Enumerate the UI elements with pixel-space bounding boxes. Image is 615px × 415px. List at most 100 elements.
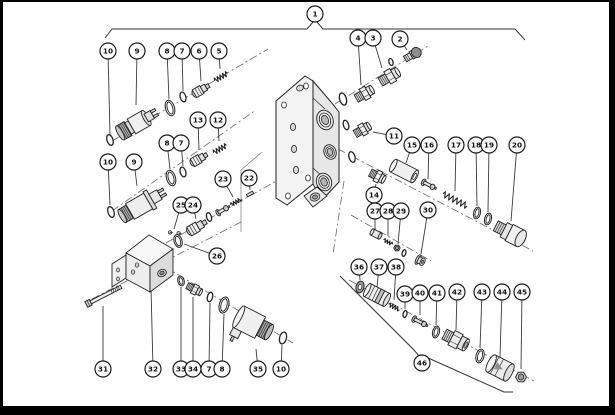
spring-38 bbox=[388, 302, 400, 312]
callout-number: 38 bbox=[391, 263, 401, 272]
callout-number: 34 bbox=[188, 365, 198, 374]
o-ring-18 bbox=[472, 206, 482, 220]
callout-number: 7 bbox=[179, 47, 184, 56]
callout-9: 9 bbox=[125, 153, 143, 171]
o-ring-10a bbox=[106, 134, 114, 146]
coupling-44 bbox=[485, 354, 515, 382]
callout-3: 3 bbox=[364, 29, 382, 47]
callout-number: 12 bbox=[213, 116, 223, 125]
callout-number: 28 bbox=[383, 207, 393, 216]
nut-29 bbox=[393, 244, 401, 252]
leader-line bbox=[475, 144, 478, 207]
assembly-bracket bbox=[316, 21, 526, 41]
callout-number: 45 bbox=[517, 288, 527, 297]
callout-number: 25 bbox=[176, 201, 186, 210]
cartridge-13 bbox=[189, 152, 209, 168]
spring-12 bbox=[212, 143, 227, 155]
spring-28 bbox=[383, 238, 394, 246]
callout-7: 7 bbox=[172, 134, 190, 152]
callout-20: 20 bbox=[508, 136, 526, 154]
callout-number: 10 bbox=[103, 47, 113, 56]
callout-14: 14 bbox=[365, 186, 383, 204]
callout-number: 17 bbox=[451, 141, 461, 150]
o-ring-8c bbox=[218, 296, 230, 314]
callout-number: 20 bbox=[512, 141, 522, 150]
callout-number: 27 bbox=[370, 207, 380, 216]
callout-number: 31 bbox=[98, 365, 108, 374]
fitting-14 bbox=[367, 168, 387, 184]
leader-line bbox=[510, 144, 518, 222]
o-ring-39 bbox=[402, 309, 408, 319]
screw-16 bbox=[420, 178, 438, 191]
o-ring-10b bbox=[107, 206, 115, 218]
callout-number: 40 bbox=[415, 289, 425, 298]
callout-number: 29 bbox=[396, 207, 406, 216]
callout-31: 31 bbox=[94, 360, 112, 378]
plug-30 bbox=[414, 254, 426, 266]
callout-32: 32 bbox=[144, 360, 162, 378]
callout-10: 10 bbox=[272, 360, 290, 378]
o-ring-26 bbox=[173, 234, 183, 248]
callout-number: 36 bbox=[354, 263, 364, 272]
callout-44: 44 bbox=[493, 283, 511, 301]
assembly-bracket bbox=[425, 356, 513, 393]
leader-line bbox=[499, 291, 503, 358]
fitting-42 bbox=[441, 328, 470, 352]
valve-body bbox=[275, 75, 340, 208]
callout-number: 8 bbox=[164, 47, 169, 56]
leader-line bbox=[135, 50, 138, 106]
callout-number: 42 bbox=[452, 288, 462, 297]
callout-24: 24 bbox=[184, 196, 202, 214]
center-line bbox=[111, 48, 269, 142]
callout-number: 43 bbox=[477, 288, 487, 297]
o-ring bbox=[348, 151, 356, 163]
piston-27 bbox=[369, 228, 383, 240]
callout-17: 17 bbox=[447, 136, 465, 154]
callout-28: 28 bbox=[379, 202, 397, 220]
callout-number: 26 bbox=[212, 252, 222, 261]
assembly-bracket bbox=[104, 21, 314, 39]
callout-number: 19 bbox=[484, 141, 494, 150]
o-ring-7c bbox=[206, 291, 214, 303]
callout-36: 36 bbox=[350, 258, 368, 276]
washer-36 bbox=[355, 280, 365, 294]
screws-25 bbox=[167, 230, 182, 236]
o-ring-8a bbox=[164, 99, 176, 117]
callout-number: 41 bbox=[432, 289, 442, 298]
leader-line bbox=[520, 291, 523, 370]
o-ring bbox=[205, 212, 213, 222]
o-ring-7b bbox=[179, 166, 187, 178]
callout-number: 24 bbox=[188, 201, 198, 210]
callout-8: 8 bbox=[158, 42, 176, 60]
callout-number: 7 bbox=[178, 139, 183, 148]
callout-38: 38 bbox=[387, 258, 405, 276]
callout-16: 16 bbox=[420, 136, 438, 154]
callout-number: 23 bbox=[218, 175, 228, 184]
callout-40: 40 bbox=[411, 284, 429, 302]
callout-number: 3 bbox=[370, 34, 375, 43]
callout-26: 26 bbox=[208, 247, 226, 265]
callout-10: 10 bbox=[99, 42, 117, 60]
callout-30: 30 bbox=[419, 201, 437, 219]
callout-23: 23 bbox=[214, 170, 232, 188]
callout-8: 8 bbox=[158, 134, 176, 152]
callout-number: 39 bbox=[400, 290, 410, 299]
callout-22: 22 bbox=[240, 169, 258, 187]
callout-9: 9 bbox=[128, 42, 146, 60]
leader-line bbox=[487, 144, 490, 213]
pin-22 bbox=[245, 190, 255, 198]
center-line bbox=[165, 169, 297, 244]
callout-number: 4 bbox=[355, 34, 360, 43]
center-line bbox=[332, 180, 345, 255]
fitting-4 bbox=[353, 84, 375, 103]
callout-1: 1 bbox=[306, 5, 324, 23]
callout-number: 11 bbox=[389, 132, 399, 141]
o-ring bbox=[342, 119, 350, 131]
leader-line bbox=[150, 286, 154, 370]
callout-number: 9 bbox=[134, 47, 139, 56]
solenoid-valve-35 bbox=[229, 305, 274, 343]
screw bbox=[215, 204, 231, 217]
callout-8: 8 bbox=[213, 360, 231, 378]
